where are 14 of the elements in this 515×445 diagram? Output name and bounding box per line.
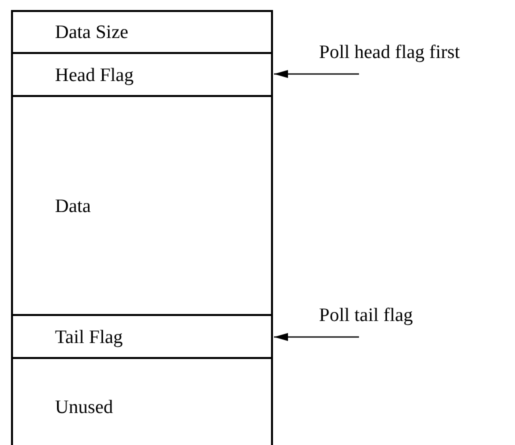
field-label: Data Size [55,22,128,44]
field-label: Poll head flag first [319,42,460,64]
field-label: Tail Flag [55,326,123,348]
field-label: Data [55,196,91,218]
arrow [274,333,359,341]
memory-field-box [11,357,273,445]
field-label: Unused [55,397,114,419]
memory-field-box [11,10,273,53]
arrow [274,70,359,78]
memory-field-box [11,314,273,359]
field-label: Head Flag [55,64,134,86]
memory-field-box [11,95,273,316]
memory-field-box [11,52,273,97]
field-label: Poll tail flag [319,305,413,327]
